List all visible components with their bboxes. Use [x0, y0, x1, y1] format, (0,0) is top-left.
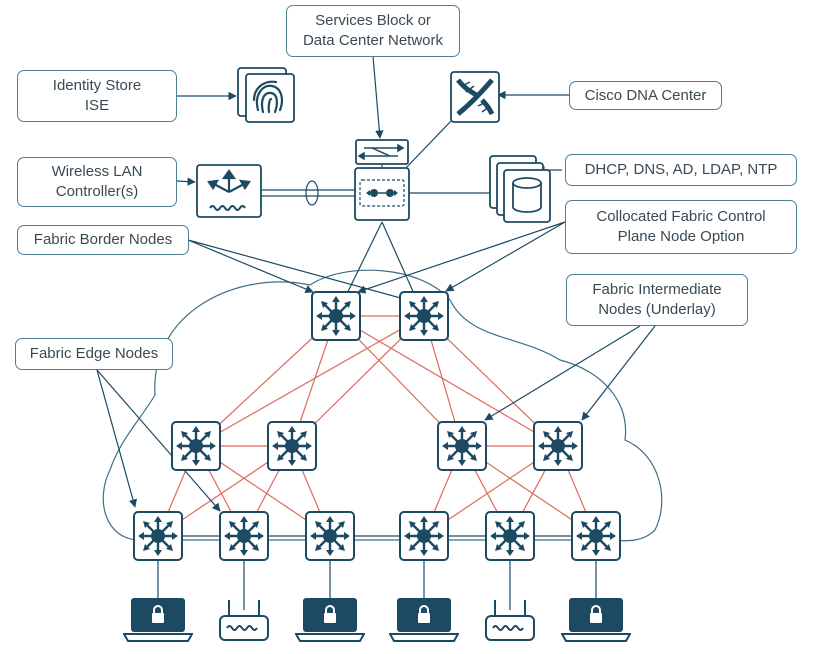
database-server-icon	[512, 177, 542, 213]
services-switch	[355, 139, 409, 165]
fabric-edge-node-4	[399, 511, 449, 561]
fabric-links	[157, 315, 597, 537]
fabric-edge-node-5	[485, 511, 535, 561]
edge-nodes-callout: Fabric Edge Nodes	[15, 338, 173, 370]
identity-store-callout: Identity Store ISE	[17, 70, 177, 122]
shared-services-servers	[489, 155, 551, 223]
dna-center-label: Cisco DNA Center	[584, 86, 707, 104]
fabric-border-node-2	[399, 291, 449, 341]
fabric-intermediate-node-4	[533, 421, 583, 471]
core-switch-icon	[366, 189, 398, 197]
services-label-line2: Data Center Network	[302, 32, 444, 49]
laptop-lock-icon	[561, 597, 631, 642]
fabric-border-node-1	[311, 291, 361, 341]
identity-label-line2: ISE	[84, 97, 110, 114]
border-nodes-label: Fabric Border Nodes	[33, 231, 173, 248]
intermediate-nodes-callout: Fabric Intermediate Nodes (Underlay)	[566, 274, 748, 326]
wlc-callout: Wireless LAN Controller(s)	[17, 157, 177, 207]
wireless-controller-icon	[207, 169, 251, 211]
ise-server	[237, 67, 295, 123]
dhcp-label: DHCP, DNS, AD, LDAP, NTP	[584, 161, 778, 178]
laptop-lock-icon	[295, 597, 365, 642]
control-plane-callout: Collocated Fabric Control Plane Node Opt…	[565, 200, 797, 254]
control-plane-label-line1: Collocated Fabric Control	[596, 208, 766, 225]
dhcp-callout: DHCP, DNS, AD, LDAP, NTP	[565, 154, 797, 186]
fabric-intermediate-node-1	[171, 421, 221, 471]
fingerprint-icon	[252, 80, 283, 114]
fabric-cloud-outline	[102, 269, 663, 542]
wlc-label-line2: Controller(s)	[55, 183, 139, 200]
intermediate-label-line1: Fabric Intermediate	[592, 281, 722, 298]
wireless-lan-controller	[196, 164, 262, 218]
fabric-edge-node-1	[133, 511, 183, 561]
core-switch	[354, 167, 410, 221]
control-plane-label-line2: Plane Node Option	[617, 228, 745, 245]
dna-center-server	[450, 71, 500, 123]
dna-helix-icon	[456, 78, 495, 116]
layer2-switch-icon	[357, 143, 405, 161]
callout-arrows	[96, 55, 656, 512]
border-nodes-callout: Fabric Border Nodes	[17, 225, 189, 255]
services-block-callout: Services Block or Data Center Network	[286, 5, 460, 57]
fabric-edge-node-3	[305, 511, 355, 561]
intermediate-label-line2: Nodes (Underlay)	[598, 301, 716, 318]
fabric-edge-node-2	[219, 511, 269, 561]
fabric-edge-node-6	[571, 511, 621, 561]
laptop-lock-icon	[123, 597, 193, 642]
services-label-line1: Services Block or	[315, 12, 431, 29]
port-channel-oval	[305, 180, 319, 206]
dna-center-callout: Cisco DNA Center	[569, 81, 722, 110]
fabric-intermediate-node-2	[267, 421, 317, 471]
laptop-lock-icon	[389, 597, 459, 642]
edge-nodes-label: Fabric Edge Nodes	[29, 345, 159, 362]
identity-label-line1: Identity Store	[52, 77, 142, 94]
wlc-label-line1: Wireless LAN	[51, 163, 143, 180]
fabric-intermediate-node-3	[437, 421, 487, 471]
